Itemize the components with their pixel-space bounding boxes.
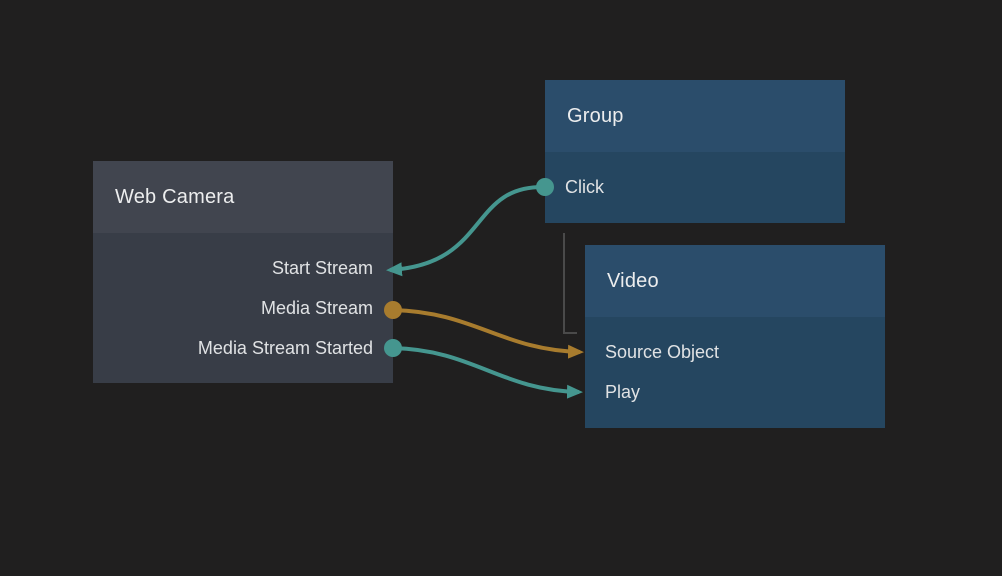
edge-media-stream-started-to-play[interactable] xyxy=(392,346,583,399)
node-web-camera-title: Web Camera xyxy=(115,185,235,208)
node-web-camera-header[interactable]: Web Camera xyxy=(93,161,393,233)
connector-dot-media-stream[interactable] xyxy=(384,301,402,319)
node-group[interactable]: Group Click xyxy=(545,80,845,223)
port-start-stream[interactable]: Start Stream xyxy=(93,248,393,288)
connector-dot-media-stream-started[interactable] xyxy=(384,339,402,357)
node-video[interactable]: Video Source Object Play xyxy=(585,245,885,428)
node-video-title: Video xyxy=(607,269,659,292)
port-click[interactable]: Click xyxy=(545,167,845,207)
node-video-body: Source Object Play xyxy=(585,317,885,412)
node-web-camera-body: Start Stream Media Stream Media Stream S… xyxy=(93,233,393,368)
node-video-header[interactable]: Video xyxy=(585,245,885,317)
port-source-object-label: Source Object xyxy=(605,341,720,362)
node-group-header[interactable]: Group xyxy=(545,80,845,152)
node-group-body: Click xyxy=(545,152,845,207)
port-start-stream-label: Start Stream xyxy=(271,257,373,278)
port-media-stream-started-label: Media Stream Started xyxy=(197,337,373,358)
node-group-title: Group xyxy=(567,104,624,127)
edge-media-stream-to-source-object[interactable] xyxy=(392,308,584,359)
edge-click-to-start-stream[interactable] xyxy=(386,184,546,277)
port-media-stream[interactable]: Media Stream xyxy=(93,288,393,328)
port-media-stream-label: Media Stream xyxy=(260,297,373,318)
edge-group-to-video[interactable] xyxy=(563,233,577,334)
port-source-object[interactable]: Source Object xyxy=(585,332,885,372)
port-play[interactable]: Play xyxy=(585,372,885,412)
connector-dot-click[interactable] xyxy=(536,178,554,196)
port-media-stream-started[interactable]: Media Stream Started xyxy=(93,328,393,368)
port-click-label: Click xyxy=(565,176,604,197)
node-web-camera[interactable]: Web Camera Start Stream Media Stream Med… xyxy=(93,161,393,383)
port-play-label: Play xyxy=(605,381,641,402)
